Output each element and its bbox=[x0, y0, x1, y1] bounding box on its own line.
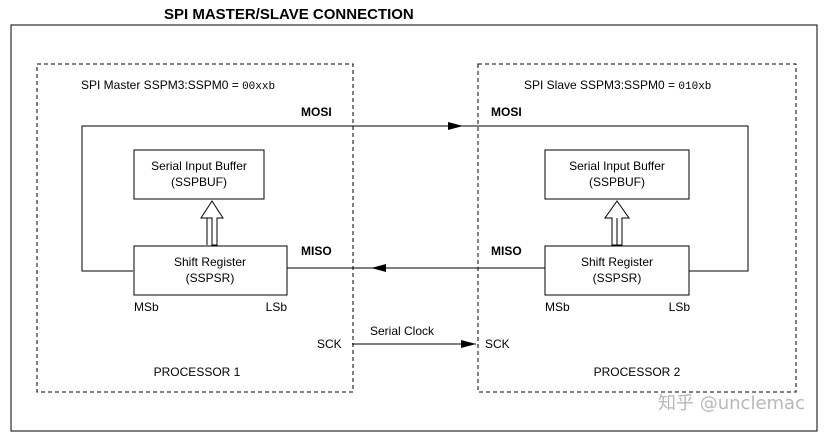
master-mosi-label: MOSI bbox=[301, 105, 332, 119]
slave-buffer-line1: Serial Input Buffer bbox=[569, 159, 665, 173]
master-sck-label: SCK bbox=[317, 337, 342, 351]
slave-shift-line2: (SSPSR) bbox=[593, 271, 642, 285]
master-shift-line1: Shift Register bbox=[174, 255, 246, 269]
mosi-wire-slave bbox=[462, 125, 749, 272]
mosi-arrow bbox=[448, 122, 463, 130]
processor-1-label: PROCESSOR 1 bbox=[154, 365, 241, 379]
slave-mosi-label: MOSI bbox=[491, 105, 522, 119]
diagram-title: SPI MASTER/SLAVE CONNECTION bbox=[164, 6, 414, 23]
master-buffer-line1: Serial Input Buffer bbox=[151, 159, 247, 173]
processor-2-boundary bbox=[477, 63, 797, 393]
slave-miso-label: MISO bbox=[491, 244, 522, 258]
slave-sck-label: SCK bbox=[485, 337, 510, 351]
master-serial-input-buffer bbox=[133, 149, 265, 200]
master-header: SPI Master SSPM3:SSPM0 = 00xxb bbox=[81, 78, 275, 93]
processor-1-boundary bbox=[36, 63, 354, 393]
outer-frame bbox=[10, 24, 818, 432]
slave-buffer-line2: (SSPBUF) bbox=[589, 175, 645, 189]
slave-shift-line1: Shift Register bbox=[581, 255, 653, 269]
serial-clock-label: Serial Clock bbox=[370, 324, 435, 338]
mosi-wire-master bbox=[81, 125, 462, 272]
slave-lsb-label: LSb bbox=[669, 300, 691, 314]
slave-header: SPI Slave SSPM3:SSPM0 = 010xb bbox=[524, 78, 711, 93]
master-msb-label: MSb bbox=[134, 300, 159, 314]
processor-2-label: PROCESSOR 2 bbox=[594, 365, 681, 379]
slave-shift-register bbox=[544, 245, 690, 296]
sck-arrow bbox=[461, 340, 476, 348]
watermark: 知乎 @unclemac bbox=[658, 393, 805, 414]
master-shift-register bbox=[133, 245, 288, 296]
slave-msb-label: MSb bbox=[545, 300, 570, 314]
miso-arrow bbox=[371, 264, 386, 272]
master-shift-line2: (SSPSR) bbox=[186, 271, 235, 285]
master-lsb-label: LSb bbox=[266, 300, 288, 314]
master-miso-label: MISO bbox=[301, 244, 332, 258]
slave-serial-input-buffer bbox=[544, 149, 690, 200]
slave-transfer-arrow bbox=[604, 200, 630, 246]
master-buffer-line2: (SSPBUF) bbox=[171, 175, 227, 189]
master-transfer-arrow bbox=[200, 200, 224, 246]
